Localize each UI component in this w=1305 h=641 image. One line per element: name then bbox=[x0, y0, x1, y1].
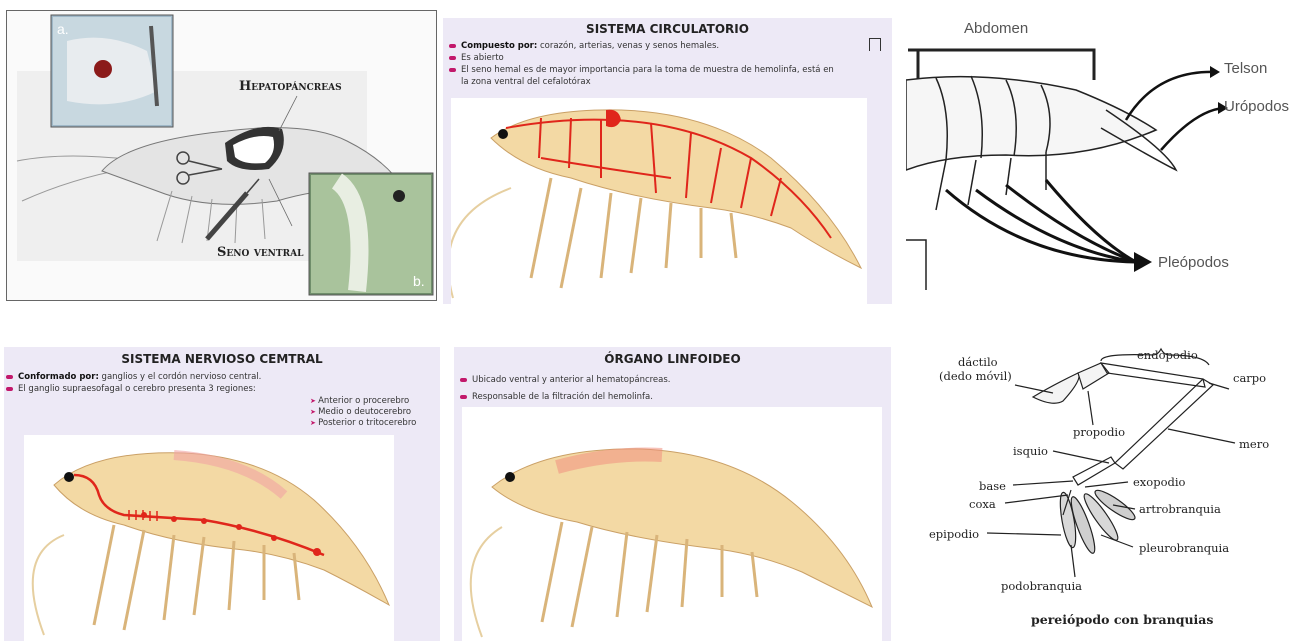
shrimp-image bbox=[24, 435, 394, 641]
label-endopodio: endopodio bbox=[1137, 348, 1198, 362]
bullet-item: Compuesto por: corazón, arterias, venas … bbox=[449, 40, 889, 52]
label-dactilo: dáctilo bbox=[958, 355, 998, 369]
sub-item: Posterior o tritocerebro bbox=[310, 418, 416, 429]
label-base: base bbox=[979, 479, 1006, 493]
bullet-list: Ubicado ventral y anterior al hematopánc… bbox=[460, 372, 888, 406]
label-epipodio: epipodio bbox=[929, 527, 979, 541]
bullet-item: Conformado por: ganglios y el cordón ner… bbox=[6, 371, 436, 383]
slide-title: ÓRGANO LINFOIDEO bbox=[454, 352, 891, 366]
label-propodio: propodio bbox=[1073, 425, 1125, 439]
label-carpo: carpo bbox=[1233, 371, 1266, 385]
hepatopancreas-label: Hepatopáncreas bbox=[239, 79, 342, 94]
shrimp-image bbox=[462, 407, 882, 641]
sub-list: Anterior o procerebro Medio o deutocereb… bbox=[310, 396, 416, 429]
pleopodos-label: Pleópodos bbox=[1158, 254, 1229, 271]
label-pleurobranquia: pleurobranquia bbox=[1139, 541, 1229, 555]
bullet-item: la zona ventral del cefalotórax bbox=[449, 76, 889, 88]
panel-pereiopodo-diagram: dáctilo (dedo móvil) endopodio carpo pro… bbox=[903, 345, 1295, 641]
label-exopodio: exopodio bbox=[1133, 475, 1185, 489]
telson-label: Telson bbox=[1224, 60, 1267, 77]
label-mero: mero bbox=[1239, 437, 1269, 451]
uropodos-label: Urópodos bbox=[1224, 98, 1289, 115]
label-isquio: isquio bbox=[1013, 444, 1048, 458]
bullet-list: Conformado por: ganglios y el cordón ner… bbox=[6, 371, 436, 395]
shrimp-image bbox=[451, 98, 867, 304]
bullet-item: El ganglio supraesofagal o cerebro prese… bbox=[6, 383, 436, 395]
slide-title: SISTEMA CIRCULATORIO bbox=[443, 22, 892, 36]
label-dedo-movil: (dedo móvil) bbox=[939, 369, 1012, 383]
label-artrobranquia: artrobranquia bbox=[1139, 502, 1221, 516]
slide-title: SISTEMA NERVIOSO CEMTRAL bbox=[4, 352, 440, 366]
bullet-item: Es abierto bbox=[449, 52, 889, 64]
sub-item: Anterior o procerebro bbox=[310, 396, 416, 407]
abdomen-label: Abdomen bbox=[964, 20, 1028, 37]
panel-sistema-circulatorio: SISTEMA CIRCULATORIO Compuesto por: cora… bbox=[443, 18, 892, 304]
bullet-item: El seno hemal es de mayor importancia pa… bbox=[449, 64, 889, 76]
inset-a-label: a. bbox=[57, 21, 69, 37]
bullet-item: Ubicado ventral y anterior al hematopánc… bbox=[460, 372, 888, 389]
bullet-item: Responsable de la filtración del hemolin… bbox=[460, 389, 888, 406]
panel-abdomen-diagram: Abdomen Telson Urópodos Pleópodos bbox=[906, 10, 1305, 290]
panel-sistema-nervioso: SISTEMA NERVIOSO CEMTRAL Conformado por:… bbox=[4, 347, 440, 641]
panel-organo-linfoideo: ÓRGANO LINFOIDEO Ubicado ventral y anter… bbox=[454, 347, 891, 641]
seno-ventral-label: Seno ventral bbox=[217, 245, 303, 260]
panel-hemolymph-sampling: a. b. Hepatopáncreas Seno ventral bbox=[6, 10, 437, 301]
caption: pereiópodo con branquias bbox=[1031, 612, 1213, 627]
inset-b-label: b. bbox=[413, 273, 425, 289]
bullet-list: Compuesto por: corazón, arterias, venas … bbox=[449, 40, 889, 88]
label-coxa: coxa bbox=[969, 497, 996, 511]
label-podobranquia: podobranquia bbox=[1001, 579, 1082, 593]
sub-item: Medio o deutocerebro bbox=[310, 407, 416, 418]
